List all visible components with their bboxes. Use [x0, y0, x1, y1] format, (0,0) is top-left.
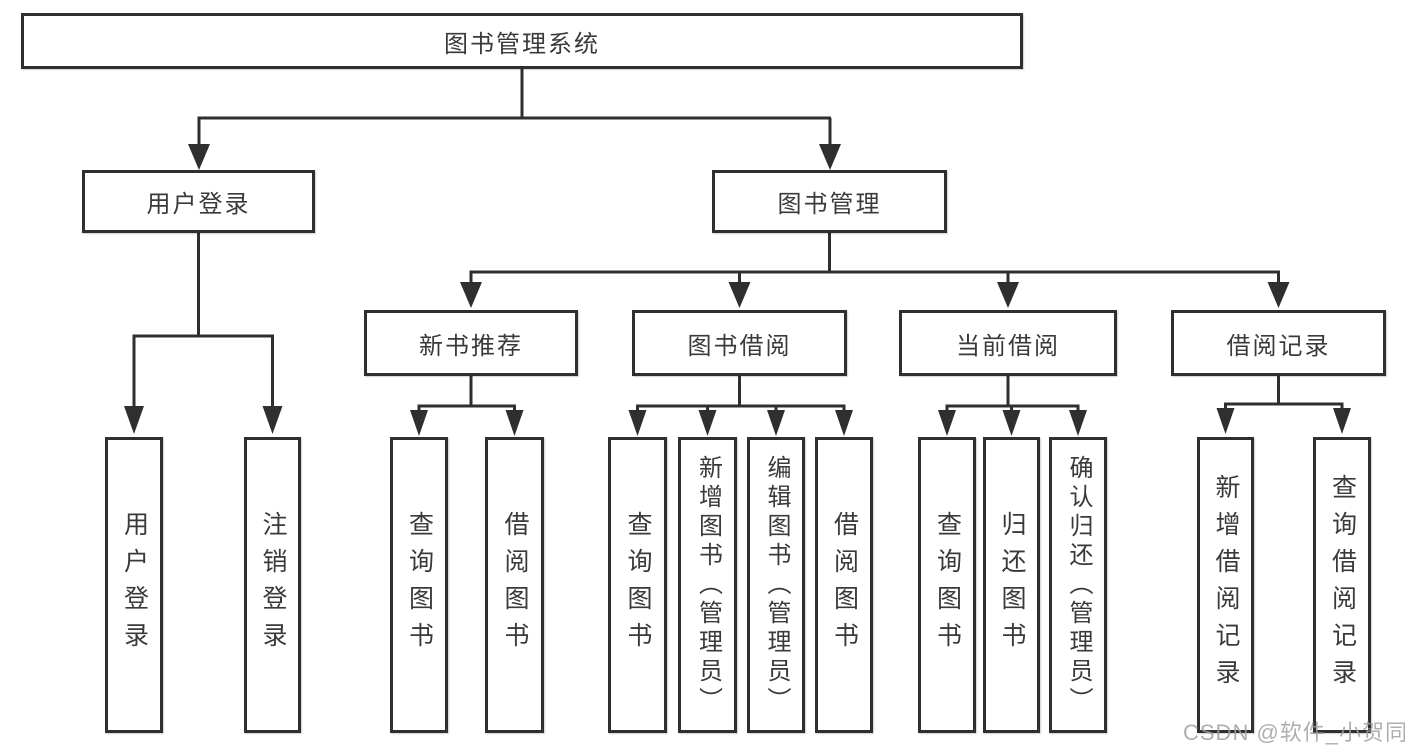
node-label: 用户登录 [146, 191, 251, 218]
leaf-label: 借阅图书 [830, 511, 859, 659]
arrow-down-icon [1333, 408, 1351, 434]
arrow-down-icon [1267, 282, 1290, 308]
arrow-down-icon [997, 282, 1019, 308]
user-login-branch-connectors [124, 232, 283, 434]
leaf-query-borrow-record: 查询借阅记录 [1313, 437, 1371, 733]
node-borrow-record: 借阅记录 [1171, 310, 1386, 376]
node-current-borrow: 当前借阅 [899, 310, 1117, 376]
leaf-query-book: 查询图书 [608, 437, 667, 733]
leaf-label: 编辑图书（管理员） [763, 454, 790, 716]
leaf-label: 借阅图书 [501, 511, 529, 659]
borrow-record-connectors [1216, 375, 1351, 434]
leaf-add-borrow-record: 新增借阅记录 [1197, 437, 1254, 733]
arrow-down-icon [767, 410, 785, 436]
leaf-borrow-book: 借阅图书 [485, 437, 544, 733]
arrow-down-icon [1002, 410, 1021, 436]
leaf-label: 注销登录 [259, 511, 287, 659]
node-label: 当前借阅 [956, 332, 1060, 360]
leaf-label: 查询图书 [405, 511, 434, 659]
leaf-query-book: 查询图书 [918, 437, 976, 733]
arrow-down-icon [698, 410, 717, 436]
book-borrow-connectors [628, 375, 853, 436]
node-label: 图书管理 [777, 191, 882, 218]
leaf-label: 用户登录 [120, 511, 149, 659]
leaf-borrow-book: 借阅图书 [815, 437, 873, 733]
node-user-login: 用户登录 [82, 170, 315, 233]
leaf-user-login: 用户登录 [105, 437, 163, 733]
book-mgmt-branch-connectors [460, 232, 1290, 308]
leaf-label: 新增图书（管理员） [694, 454, 722, 716]
leaf-edit-book-admin: 编辑图书（管理员） [747, 437, 805, 733]
node-book-mgmt: 图书管理 [712, 170, 947, 233]
current-borrow-connectors [938, 375, 1087, 436]
node-new-book-recommend: 新书推荐 [364, 310, 578, 376]
csdn-watermark: CSDN @软件_小贺同学 [1183, 720, 1405, 745]
arrow-down-icon [410, 410, 428, 436]
node-root: 图书管理系统 [21, 13, 1023, 69]
leaf-label: 新增借阅记录 [1212, 474, 1240, 696]
arrow-down-icon [628, 410, 647, 436]
node-label: 图书借阅 [687, 332, 792, 360]
leaf-return-book: 归还图书 [983, 437, 1040, 733]
leaf-query-book: 查询图书 [390, 437, 448, 733]
arrow-down-icon [938, 410, 956, 436]
leaf-label: 归还图书 [998, 511, 1026, 659]
arrow-down-icon [262, 406, 283, 434]
leaf-label: 查询图书 [933, 511, 962, 659]
root-branch-connectors [188, 68, 841, 170]
arrow-down-icon [1069, 410, 1087, 436]
arrow-down-icon [188, 144, 210, 170]
node-label: 新书推荐 [419, 332, 523, 360]
arrow-down-icon [1216, 408, 1235, 434]
leaf-confirm-return-admin: 确认归还（管理员） [1049, 437, 1107, 733]
leaf-label: 查询借阅记录 [1328, 474, 1357, 696]
arrow-down-icon [460, 282, 482, 308]
leaf-label: 查询图书 [624, 511, 652, 659]
arrow-down-icon [728, 282, 751, 308]
leaf-add-book-admin: 新增图书（管理员） [678, 437, 737, 733]
arrow-down-icon [124, 406, 144, 434]
node-root-label: 图书管理系统 [444, 30, 600, 58]
arrow-down-icon [505, 410, 524, 436]
arrow-down-icon [819, 144, 841, 170]
new-book-connectors [410, 375, 524, 436]
leaf-logout: 注销登录 [244, 437, 301, 733]
arrow-down-icon [835, 410, 853, 436]
node-book-borrow: 图书借阅 [632, 310, 847, 376]
node-label: 借阅记录 [1226, 332, 1331, 360]
leaf-label: 确认归还（管理员） [1065, 454, 1092, 716]
